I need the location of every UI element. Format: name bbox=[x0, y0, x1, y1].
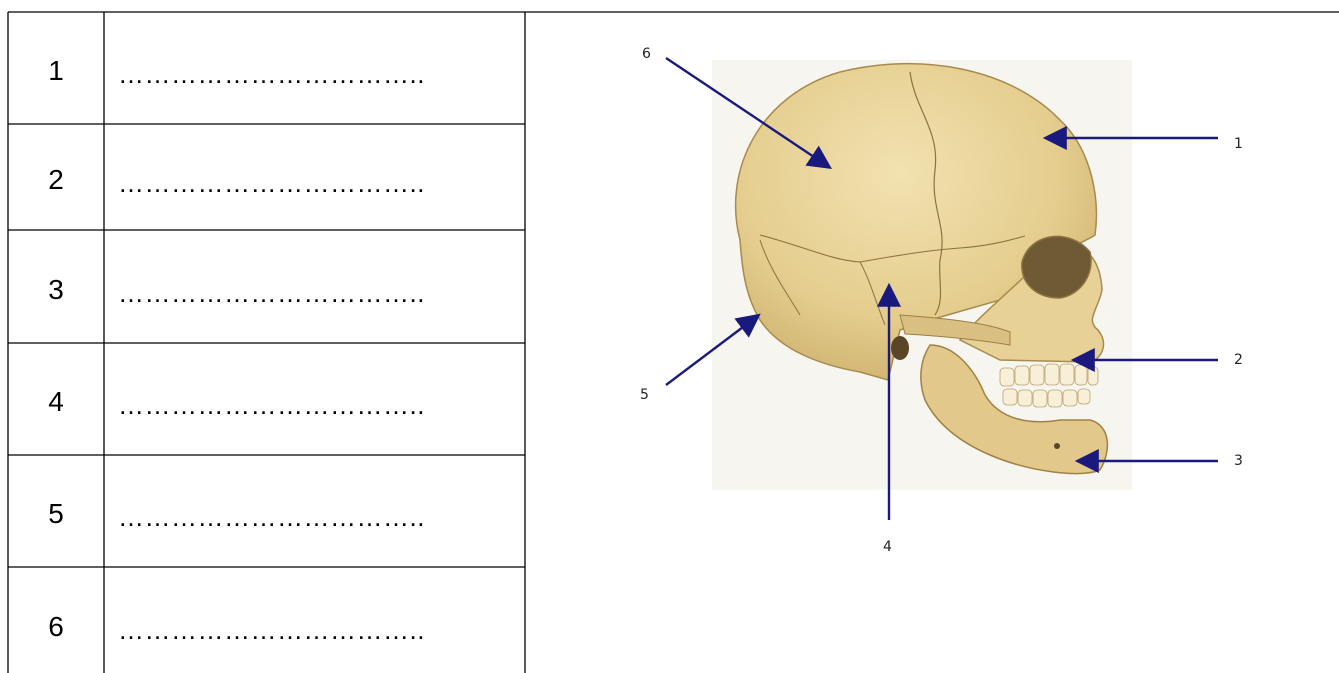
diagram-label-5: 5 bbox=[640, 387, 649, 403]
row-number-1: 1 bbox=[8, 57, 104, 85]
diagram-label-3: 3 bbox=[1234, 453, 1243, 469]
answer-blank-6[interactable]: …………………………….. bbox=[118, 617, 518, 643]
row-number-5: 5 bbox=[8, 500, 104, 528]
diagram-label-2: 2 bbox=[1234, 352, 1243, 368]
row-number-3: 3 bbox=[8, 276, 104, 304]
answer-blank-1[interactable]: …………………………….. bbox=[118, 61, 518, 87]
diagram-label-6: 6 bbox=[642, 46, 651, 62]
row-number-2: 2 bbox=[8, 166, 104, 194]
answer-blank-5[interactable]: …………………………….. bbox=[118, 504, 518, 530]
diagram-label-1: 1 bbox=[1234, 136, 1243, 152]
answer-blank-4[interactable]: …………………………….. bbox=[118, 392, 518, 418]
answer-blank-3[interactable]: …………………………….. bbox=[118, 280, 518, 306]
diagram-label-4: 4 bbox=[883, 539, 892, 555]
answer-blank-2[interactable]: …………………………….. bbox=[118, 170, 518, 196]
row-number-4: 4 bbox=[8, 388, 104, 416]
skull-diagram: 1 2 3 4 5 6 bbox=[525, 12, 1339, 673]
row-number-6: 6 bbox=[8, 613, 104, 641]
